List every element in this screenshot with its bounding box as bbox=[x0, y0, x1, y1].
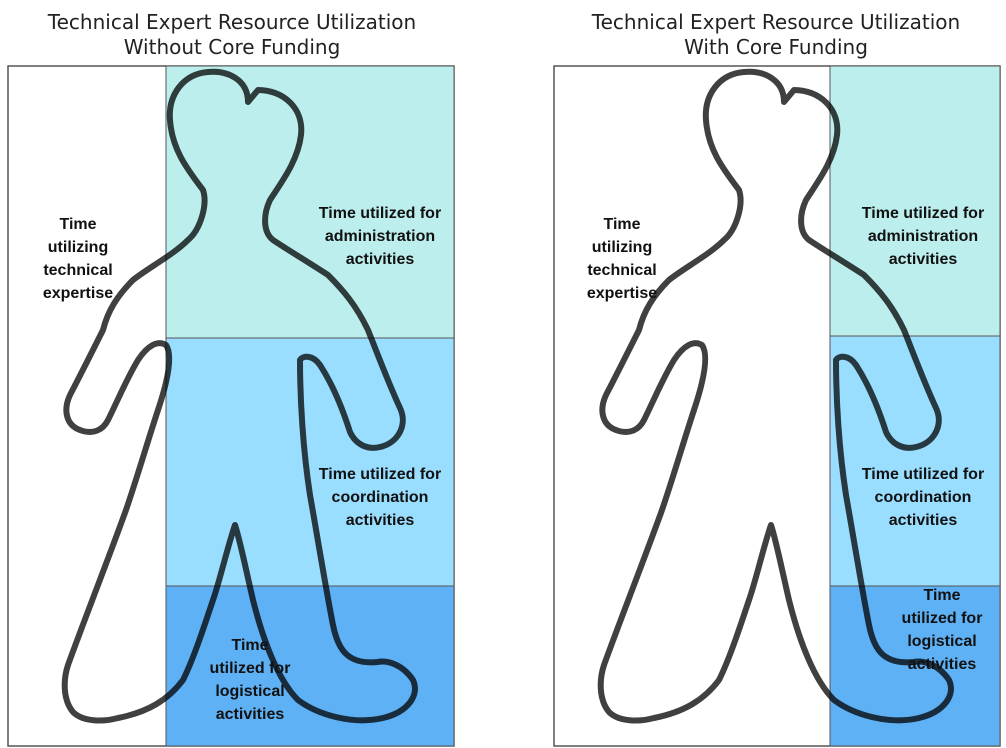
right-logistic-line-4: activities bbox=[907, 656, 977, 673]
left-technical-line-3: technical bbox=[43, 262, 113, 279]
left-logistical-label: Time utilized for logistical activities bbox=[180, 634, 320, 726]
right-coord-line-3: activities bbox=[888, 512, 958, 529]
right-logistic-line-1: Time bbox=[923, 587, 961, 604]
left-admin-block bbox=[165, 65, 455, 339]
right-coord-line-2: coordination bbox=[874, 489, 972, 506]
right-technical-line-1: Time bbox=[603, 216, 641, 233]
left-admin-line-3: activities bbox=[345, 251, 415, 268]
left-title-line-1: Technical Expert Resource Utilization bbox=[47, 10, 417, 34]
left-admin-label: Time utilized for administration activit… bbox=[300, 202, 460, 271]
left-coordination-block bbox=[165, 337, 455, 587]
right-title-line-2: With Core Funding bbox=[684, 35, 868, 59]
right-logistic-line-3: logistical bbox=[907, 633, 977, 650]
right-admin-line-2: administration bbox=[867, 228, 979, 245]
left-panel bbox=[7, 65, 455, 747]
right-logistical-label: Time utilized for logistical activities bbox=[882, 584, 1002, 676]
left-admin-line-2: administration bbox=[324, 228, 436, 245]
right-technical-line-3: technical bbox=[587, 262, 657, 279]
left-technical-line-4: expertise bbox=[42, 285, 114, 302]
right-panel-title: Technical Expert Resource Utilization Wi… bbox=[546, 10, 1006, 60]
right-coord-line-1: Time utilized for bbox=[861, 466, 985, 483]
left-coord-line-2: coordination bbox=[331, 489, 429, 506]
left-logistic-line-4: activities bbox=[215, 706, 285, 723]
left-technical-line-1: Time bbox=[59, 216, 97, 233]
right-admin-line-1: Time utilized for bbox=[861, 205, 985, 222]
left-logistic-line-1: Time bbox=[231, 637, 269, 654]
left-technical-label: Time utilizing technical expertise bbox=[18, 213, 138, 305]
left-logistic-line-3: logistical bbox=[215, 683, 285, 700]
left-admin-line-1: Time utilized for bbox=[318, 205, 442, 222]
right-coordination-block bbox=[829, 335, 1001, 587]
left-coord-line-1: Time utilized for bbox=[318, 466, 442, 483]
right-panel bbox=[553, 65, 1001, 747]
right-title-line-1: Technical Expert Resource Utilization bbox=[591, 10, 961, 34]
right-technical-label: Time utilizing technical expertise bbox=[562, 213, 682, 305]
right-admin-label: Time utilized for administration activit… bbox=[844, 202, 1002, 271]
left-logistical-block bbox=[165, 585, 455, 747]
left-technical-line-2: utilizing bbox=[47, 239, 109, 256]
left-coord-line-3: activities bbox=[345, 512, 415, 529]
left-title-line-2: Without Core Funding bbox=[123, 35, 341, 59]
left-panel-title: Technical Expert Resource Utilization Wi… bbox=[2, 10, 462, 60]
right-logistic-line-2: utilized for bbox=[901, 610, 983, 627]
right-technical-line-2: utilizing bbox=[591, 239, 653, 256]
right-technical-line-4: expertise bbox=[586, 285, 658, 302]
right-coordination-label: Time utilized for coordination activitie… bbox=[844, 463, 1002, 532]
left-logistic-line-2: utilized for bbox=[209, 660, 291, 677]
right-admin-block bbox=[829, 65, 1001, 337]
left-coordination-label: Time utilized for coordination activitie… bbox=[300, 463, 460, 532]
right-admin-line-3: activities bbox=[888, 251, 958, 268]
